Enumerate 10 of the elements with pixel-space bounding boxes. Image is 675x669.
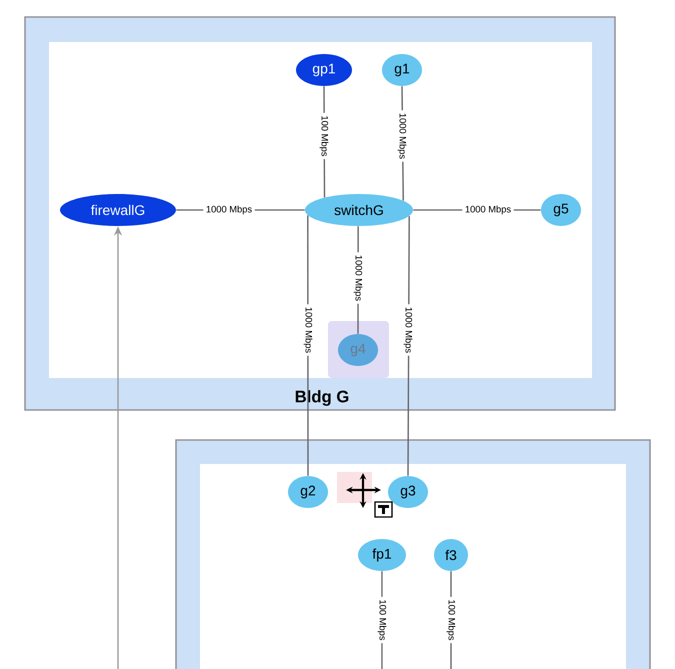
edge-label: 1000 Mbps: [394, 110, 410, 162]
building-frame: [175, 439, 651, 669]
edge-label: 1000 Mbps: [203, 202, 255, 218]
edge-label: 1000 Mbps: [400, 304, 416, 356]
edge-label: 100 Mbps: [375, 596, 390, 644]
edge-label: 100 Mbps: [444, 596, 458, 644]
edge-label: 1000 Mbps: [301, 304, 316, 356]
edge-label: 100 Mbps: [316, 112, 332, 160]
edge-label: 1000 Mbps: [462, 202, 514, 218]
edge-label: 1000 Mbps: [350, 252, 366, 304]
